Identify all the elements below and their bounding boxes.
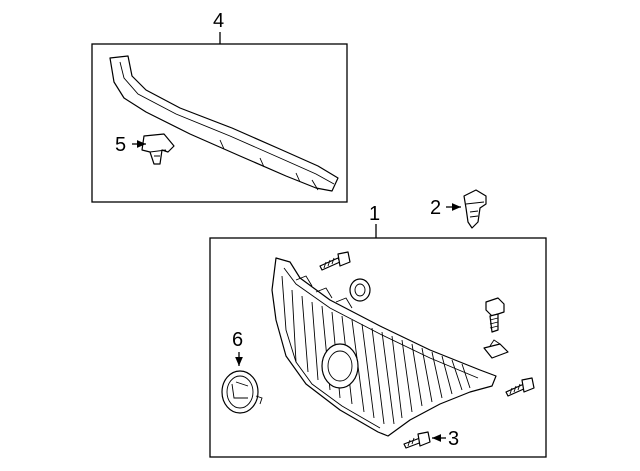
- molding-clip[interactable]: [141, 133, 175, 165]
- callout-3[interactable]: 3: [448, 428, 459, 450]
- molding-assembly-box: 4 5: [91, 10, 348, 203]
- grille-assembly-box: 1: [209, 203, 547, 458]
- callout-1[interactable]: 1: [369, 203, 380, 225]
- grille-screw-top[interactable]: [319, 251, 351, 271]
- radiator-grille[interactable]: [271, 257, 497, 437]
- grille-box-frame: [209, 237, 547, 458]
- emblem-opening: [321, 343, 359, 389]
- upper-molding[interactable]: [109, 55, 339, 192]
- grille-bolt[interactable]: [485, 297, 505, 333]
- callout-2[interactable]: 2: [430, 197, 441, 219]
- callout-6[interactable]: 6: [232, 329, 243, 351]
- callout-4[interactable]: 4: [213, 10, 224, 32]
- grille-screw-right[interactable]: [505, 377, 535, 397]
- push-rivet[interactable]: [463, 189, 487, 229]
- front-emblem[interactable]: [221, 370, 263, 414]
- grille-seal[interactable]: [349, 278, 371, 302]
- callout-5[interactable]: 5: [115, 134, 126, 156]
- grille-screw-bottom[interactable]: [403, 431, 431, 449]
- grille-clip-nut[interactable]: [483, 339, 509, 359]
